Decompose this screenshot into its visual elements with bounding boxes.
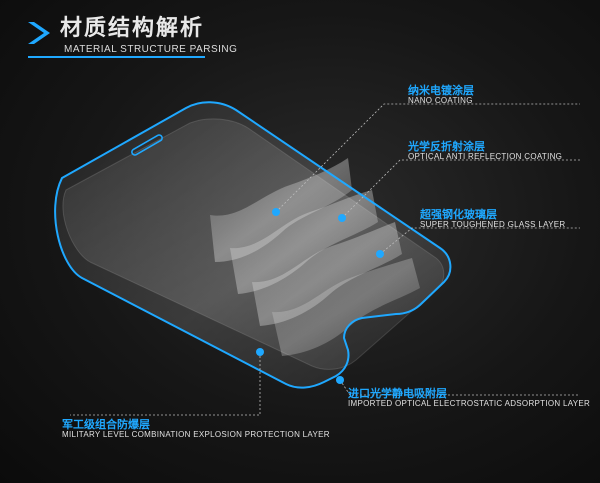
layer-label-en: OPTICAL ANTI REFLECTION COATING	[408, 152, 563, 161]
layer-label-cn: 光学反折射涂层	[408, 140, 485, 153]
layer-label-cn: 进口光学静电吸附层	[348, 387, 447, 400]
layer-label-cn: 军工级组合防爆层	[62, 418, 150, 431]
layer-label-en: IMPORTED OPTICAL ELECTROSTATIC ADSORPTIO…	[348, 399, 591, 408]
speaker-slot	[131, 134, 163, 156]
page-title: 材质结构解析	[60, 16, 205, 41]
chevron-right-icon	[28, 22, 50, 44]
leader-lines	[70, 103, 580, 416]
pointer-dots	[256, 208, 384, 384]
layer-label-cn: 超强钢化玻璃层	[420, 208, 497, 221]
layer-label-en: MILITARY LEVEL COMBINATION EXPLOSION PRO…	[62, 430, 330, 439]
layer-label-en: SUPER TOUGHENED GLASS LAYER	[420, 220, 566, 229]
front-glass-plate	[54, 101, 452, 389]
page-subtitle: MATERIAL STRUCTURE PARSING	[64, 44, 238, 55]
layer-label-cn: 纳米电镀涂层	[408, 84, 474, 97]
layer-label-en: NANO COATING	[408, 96, 473, 105]
